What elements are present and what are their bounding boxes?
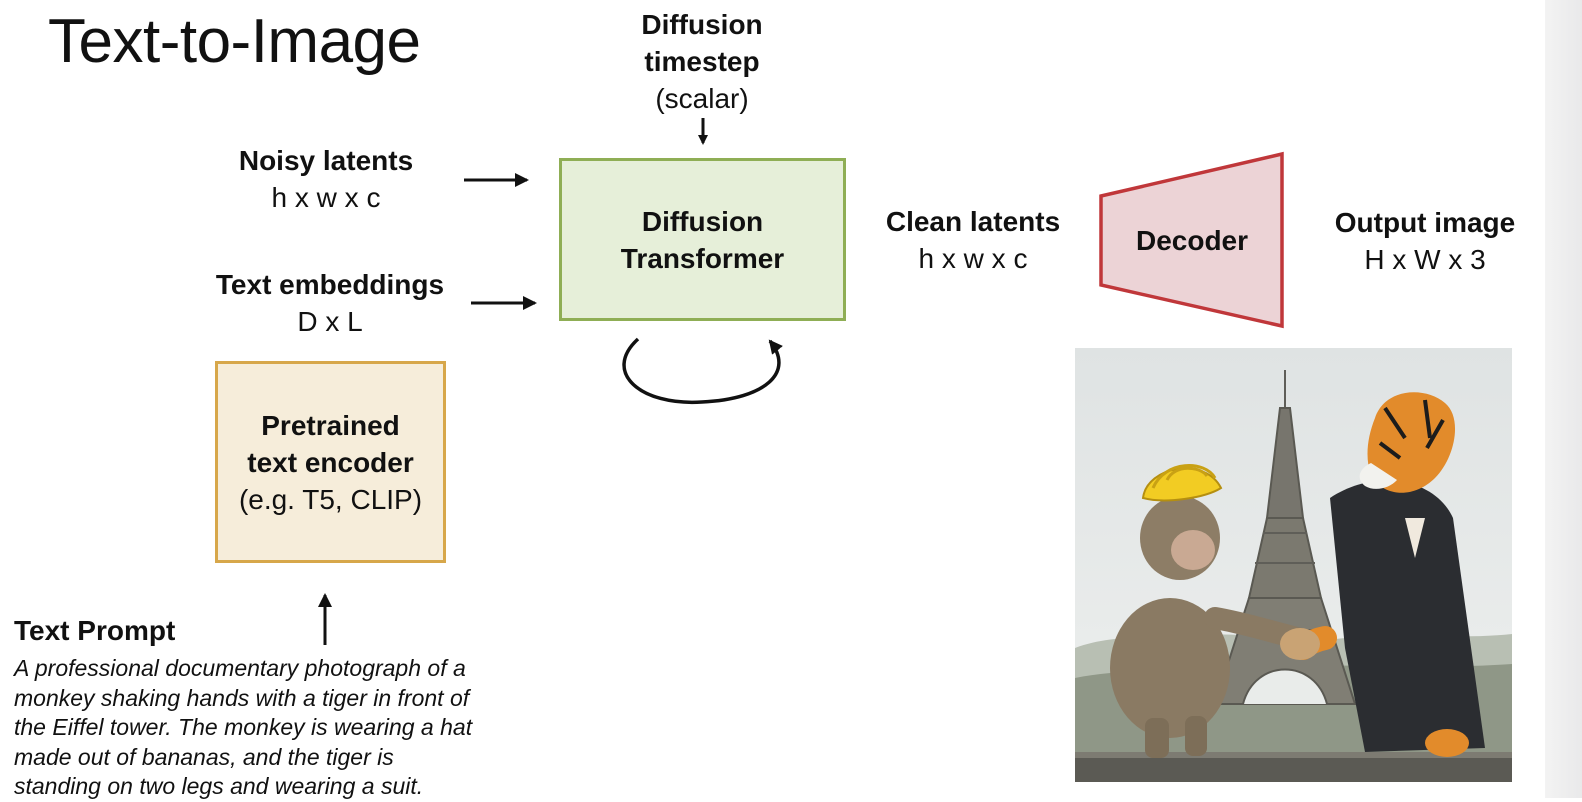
text-embeddings-title: Text embeddings — [215, 269, 445, 300]
monkey-figure — [1110, 464, 1316, 758]
dit-line1: Diffusion — [641, 205, 764, 237]
timestep-line2: timestep — [644, 46, 760, 77]
page-title: Text-to-Image — [48, 7, 421, 76]
output-image — [1075, 348, 1512, 782]
slide: Text-to-Image Diffusion timestep (scalar… — [14, 6, 1535, 799]
output-image-title: Output image — [1334, 207, 1516, 238]
diagram-connectors: Decoder — [318, 118, 1284, 645]
output-image-dims: H x W x 3 — [1364, 244, 1486, 275]
tiger-figure — [1291, 392, 1485, 757]
right-margin — [1545, 0, 1582, 798]
encoder-line2: text encoder — [247, 446, 414, 478]
text-prompt-title: Text Prompt — [14, 615, 176, 646]
clean-latents-title: Clean latents — [885, 206, 1061, 237]
text-embeddings-dims: D x L — [297, 306, 363, 337]
noisy-latents-title: Noisy latents — [238, 145, 414, 176]
output-image-illustration — [1075, 348, 1512, 782]
text-embeddings-label: Text embeddings D x L — [195, 266, 465, 340]
encoder-line1: Pretrained — [261, 409, 400, 441]
loop-arrow-icon — [622, 337, 783, 405]
noisy-latents-label: Noisy latents h x w x c — [206, 142, 446, 216]
timestep-label: Diffusion timestep (scalar) — [602, 6, 802, 117]
clean-latents-label: Clean latents h x w x c — [868, 203, 1078, 277]
timestep-sub: (scalar) — [655, 83, 749, 114]
timestep-line1: Diffusion — [641, 9, 763, 40]
noisy-latents-dims: h x w x c — [271, 182, 381, 213]
output-image-label: Output image H x W x 3 — [1315, 204, 1535, 278]
decoder-shape — [1099, 151, 1284, 329]
encoder-sub: (e.g. T5, CLIP) — [238, 483, 423, 515]
clean-latents-dims: h x w x c — [918, 243, 1028, 274]
text-prompt-text: A professional documentary photograph of… — [14, 655, 473, 799]
text-encoder-box: Pretrained text encoder (e.g. T5, CLIP) — [215, 361, 446, 563]
dit-line2: Transformer — [620, 242, 785, 274]
diffusion-transformer-box: Diffusion Transformer — [559, 158, 846, 321]
decoder-label: Decoder — [1136, 225, 1248, 256]
